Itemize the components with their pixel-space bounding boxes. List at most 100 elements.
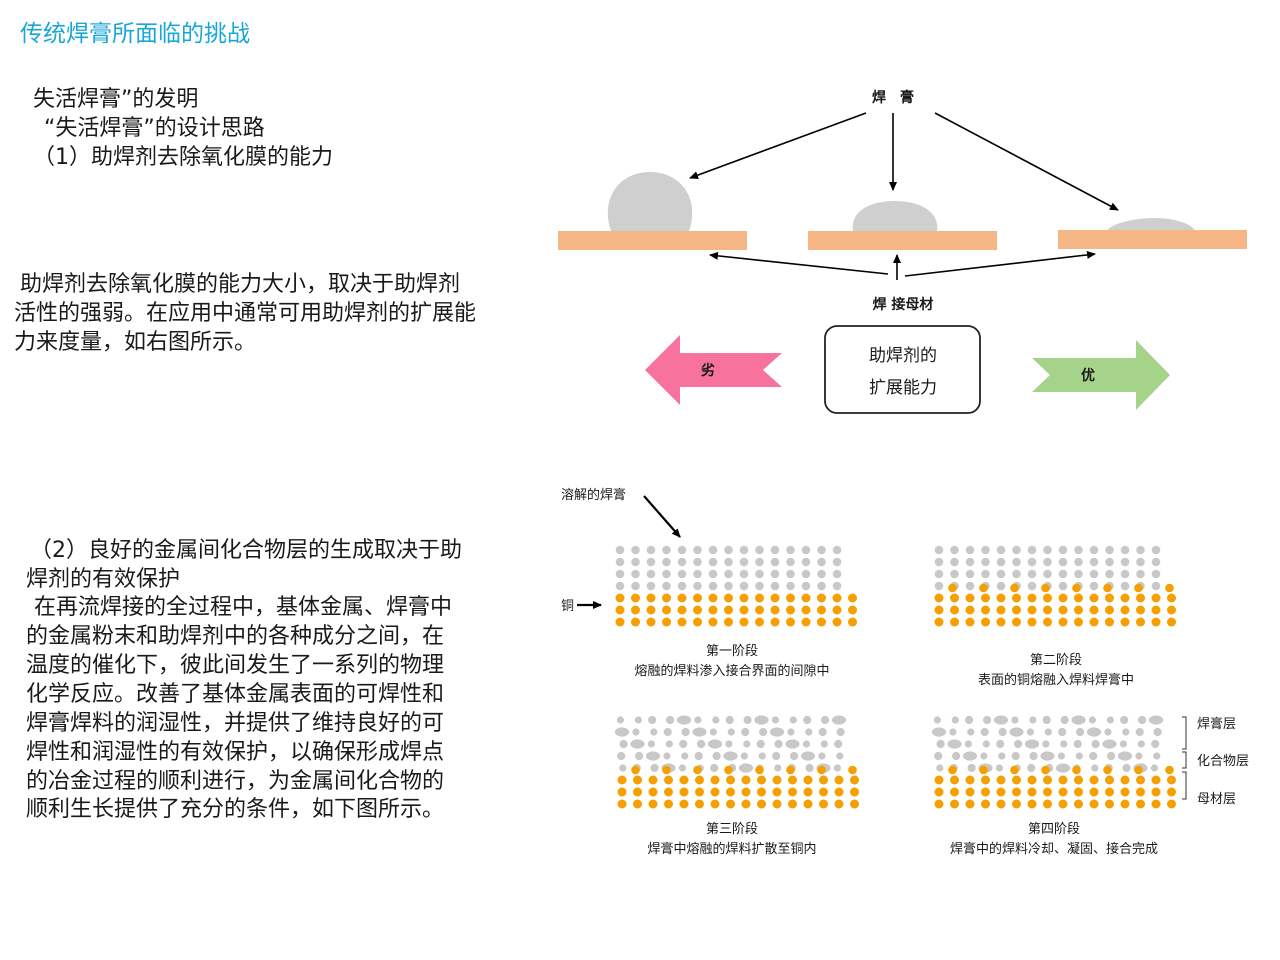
- solder-particle: [1058, 581, 1068, 591]
- copper-particle: [801, 605, 811, 615]
- stage4-particles: [931, 715, 1176, 809]
- copper-particle: [948, 583, 957, 593]
- solder-particle: [947, 739, 962, 749]
- solder-particle: [967, 728, 975, 736]
- solder-particle: [1027, 763, 1036, 773]
- copper-particle: [708, 605, 718, 615]
- solder-particle: [967, 763, 976, 773]
- stages-diagram: 溶解的焊膏 铜 第一阶段 熔融的焊料渗入接合界面的间隙中 第二阶段 表面的铜熔融…: [561, 487, 1249, 857]
- solder-particle: [755, 557, 764, 567]
- solder-particle: [615, 557, 625, 567]
- copper-particle: [950, 617, 959, 627]
- copper-particle: [695, 787, 704, 797]
- heading2-line-1: （2）良好的金属间化合物层的生成取决于助: [30, 538, 462, 563]
- copper-particle: [693, 765, 702, 775]
- solder-particle: [832, 581, 842, 591]
- stage3-particles: [614, 715, 859, 809]
- para2-line-4: 化学反应。改善了基体金属表面的可焊性和: [26, 682, 445, 707]
- solder-particle: [1024, 739, 1040, 749]
- copper-particle: [662, 765, 671, 775]
- copper-particle: [1120, 775, 1130, 785]
- solder-particle: [1012, 545, 1021, 555]
- solder-particle: [1071, 715, 1086, 725]
- copper-particle: [1027, 787, 1037, 797]
- copper-particle: [1010, 583, 1019, 593]
- solder-particle: [802, 740, 811, 748]
- copper-particle: [1027, 775, 1037, 785]
- solder-particle: [678, 764, 687, 772]
- copper-particle: [1058, 799, 1068, 809]
- solder-particle: [709, 728, 718, 736]
- stage1-particles: [615, 545, 857, 627]
- solder-particle: [662, 581, 671, 591]
- copper-particle: [1058, 605, 1068, 615]
- solder-particle: [805, 763, 814, 773]
- copper-particle: [662, 617, 671, 627]
- copper-particle: [739, 593, 749, 603]
- para2-line-2: 的金属粉末和助焊剂中的各种成分之间，在: [26, 624, 445, 649]
- solder-particle: [786, 557, 795, 567]
- solder-particle: [619, 764, 627, 772]
- solder-particle: [951, 716, 959, 724]
- solder-particle: [965, 715, 974, 725]
- copper-particle: [850, 799, 859, 809]
- copper-particle: [1105, 617, 1114, 627]
- para2-line-3: 温度的催化下，彼此间发生了一系列的物理: [26, 653, 445, 678]
- solder-particle: [1073, 739, 1082, 749]
- copper-particle: [648, 775, 658, 785]
- copper-particle: [755, 605, 764, 615]
- solder-particle: [1120, 545, 1130, 555]
- solder-particle: [769, 727, 785, 737]
- copper-particle: [1043, 617, 1052, 627]
- copper-particle: [755, 593, 764, 603]
- solder-particle: [1026, 728, 1034, 736]
- copper-particle: [1167, 799, 1176, 809]
- solder-particle: [774, 739, 783, 749]
- solder-particle: [724, 557, 733, 567]
- solder-particle: [949, 728, 957, 736]
- solder-particle: [1011, 751, 1020, 761]
- solder-particle: [952, 751, 961, 761]
- dissolved-paste-label: 溶解的焊膏: [561, 487, 626, 503]
- copper-particle: [677, 617, 687, 627]
- better-arrow: [1032, 340, 1170, 410]
- solder-particle: [1122, 763, 1131, 773]
- stage3-desc: 焊膏中熔融的焊料扩散至铜内: [647, 841, 816, 857]
- copper-particle: [817, 617, 826, 627]
- solder-particle: [770, 581, 780, 591]
- copper-particle: [755, 617, 764, 627]
- copper-label: 铜: [561, 599, 574, 614]
- solder-particle: [1119, 740, 1127, 748]
- copper-particle: [726, 787, 735, 797]
- copper-particle: [772, 787, 782, 797]
- solder-particle: [650, 728, 658, 736]
- solder-particle: [789, 716, 797, 724]
- solder-particle: [645, 751, 661, 761]
- solder-particle: [996, 581, 1006, 591]
- copper-particle: [679, 799, 689, 809]
- copper-particle: [724, 765, 733, 775]
- para1-line-2: 活性的强弱。在应用中通常可用助焊剂的扩展能: [14, 301, 477, 326]
- solder-particle: [1074, 545, 1083, 555]
- copper-particle: [1072, 583, 1081, 593]
- solder-particle: [817, 545, 826, 555]
- copper-particle: [965, 787, 975, 797]
- solder-particle: [662, 569, 671, 579]
- solder-particle: [634, 716, 642, 724]
- copper-particle: [1167, 617, 1176, 627]
- copper-particle: [1043, 593, 1052, 603]
- stage3-name: 第三阶段: [706, 822, 758, 837]
- copper-particle: [1136, 787, 1145, 797]
- solder-particle: [1136, 545, 1145, 555]
- solder-particle: [805, 728, 813, 736]
- solder-particle: [615, 545, 625, 555]
- solder-particle: [665, 740, 673, 748]
- solder-particle: [619, 739, 628, 749]
- solder-particle: [1089, 557, 1099, 567]
- copper-particle: [739, 617, 749, 627]
- copper-particle: [633, 799, 642, 809]
- copper-particle: [693, 617, 702, 627]
- solder-particle: [708, 581, 718, 591]
- solder-particle: [697, 739, 706, 749]
